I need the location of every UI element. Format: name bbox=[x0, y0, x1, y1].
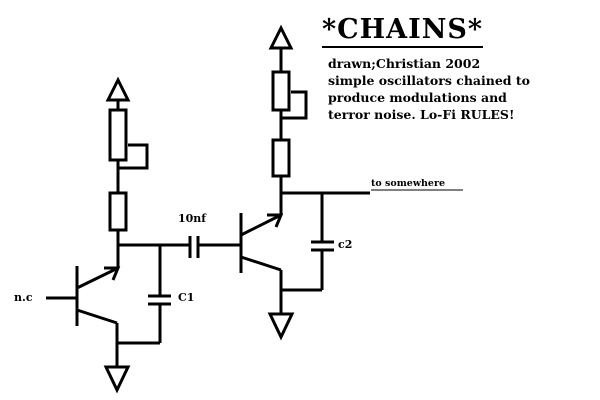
note-line: drawn;Christian 2002 bbox=[328, 56, 481, 71]
potentiometer-left bbox=[108, 108, 128, 162]
supply-arrow-right bbox=[268, 24, 294, 50]
label-coupling-cap: 10nf bbox=[178, 212, 207, 225]
label-c1: C1 bbox=[178, 291, 195, 304]
note-line: simple oscillators chained to bbox=[328, 73, 531, 88]
ground-right bbox=[267, 312, 295, 341]
right-oscillator bbox=[239, 24, 370, 341]
note-line: terror noise. Lo-Fi RULES! bbox=[328, 107, 515, 122]
label-c2: c2 bbox=[338, 238, 353, 251]
supply-arrow-left bbox=[105, 76, 131, 102]
diagram-title: *CHAINS* bbox=[322, 14, 483, 48]
note-line: produce modulations and bbox=[328, 90, 507, 105]
pot-wiper-right bbox=[281, 90, 308, 120]
resistor-left bbox=[108, 191, 128, 232]
left-oscillator bbox=[46, 76, 190, 394]
pot-wiper-left bbox=[118, 143, 149, 170]
label-nc: n.c bbox=[14, 291, 33, 304]
ground-left bbox=[103, 365, 131, 394]
potentiometer-right bbox=[271, 70, 291, 112]
label-output: to somewhere bbox=[371, 178, 445, 189]
resistor-right bbox=[271, 138, 291, 178]
